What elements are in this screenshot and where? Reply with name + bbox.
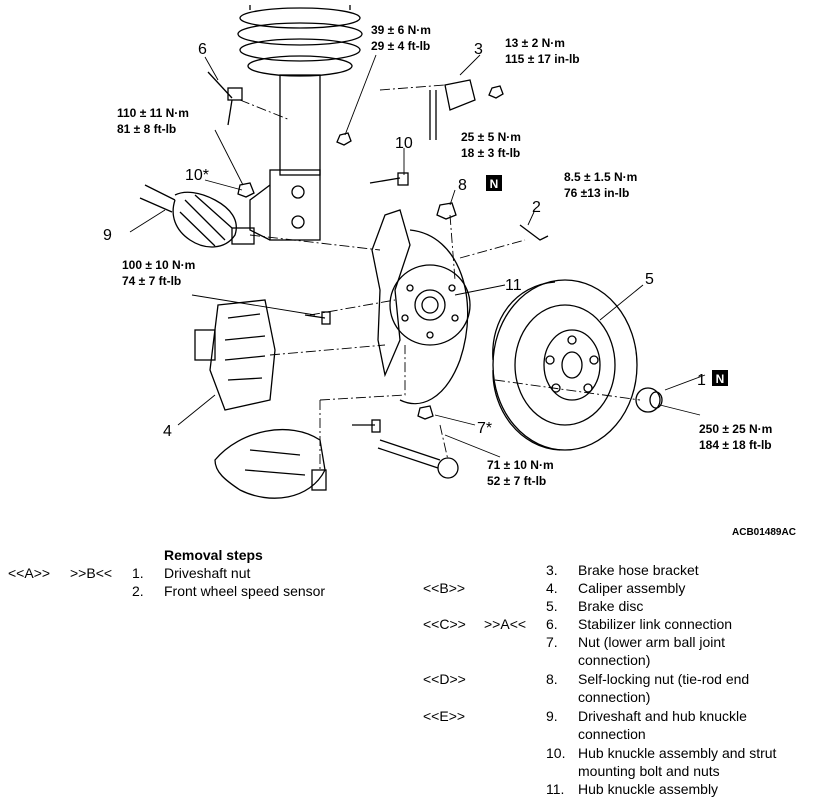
callout-7-star: 7* — [477, 420, 492, 437]
step-1-text: Driveshaft nut — [164, 565, 251, 581]
n-mark-1-text: N — [716, 372, 725, 386]
step-6-text: Stabilizer link connection — [578, 616, 733, 632]
step-9-num: 9. — [546, 708, 558, 724]
callout-5: 5 — [645, 271, 654, 288]
callout-2: 2 — [532, 199, 541, 216]
fasteners — [237, 132, 549, 433]
callout-1: 1 — [697, 372, 706, 389]
stabilizer-link — [207, 71, 243, 126]
lower-arm — [214, 428, 327, 499]
step-6-ref-c: <<C>> — [423, 616, 466, 632]
step-1-ref-a: <<A>> — [8, 565, 51, 581]
step-10-num: 10. — [546, 745, 566, 761]
callout-3: 3 — [474, 41, 483, 58]
step-1-ref-b: >>B<< — [70, 565, 113, 581]
torque-strut-nut-nm: 39 ± 6 N·m — [371, 23, 431, 37]
step-8-text-2: connection) — [578, 689, 651, 705]
brake-disc — [492, 279, 638, 451]
torque-driveshaft-nut-ftlb: 184 ± 18 ft-lb — [699, 438, 772, 452]
caliper-assembly — [194, 299, 276, 411]
torque-hose-bracket-nm: 13 ± 2 N·m — [505, 36, 565, 50]
callout-4: 4 — [163, 423, 172, 440]
torque-balljoint-ftlb: 52 ± 7 ft-lb — [487, 474, 546, 488]
step-2-text: Front wheel speed sensor — [164, 583, 326, 599]
step-9-text: Driveshaft and hub knuckle — [578, 708, 747, 724]
step-7-text-2: connection) — [578, 652, 651, 668]
torque-caliper-ftlb: 74 ± 7 ft-lb — [122, 274, 181, 288]
step-10-text-2: mounting bolt and nuts — [578, 763, 720, 779]
driveshaft-nut — [635, 387, 663, 413]
callout-6: 6 — [198, 41, 207, 58]
step-4-ref: <<B>> — [423, 580, 466, 596]
coil-spring — [237, 5, 363, 77]
step-3-text: Brake hose bracket — [578, 562, 699, 578]
step-5-num: 5. — [546, 598, 558, 614]
step-8-num: 8. — [546, 671, 558, 687]
torque-sensor-inlb: 76 ±13 in-lb — [564, 186, 629, 200]
suspension-exploded-diagram: 6 3 10 10* 8 2 9 11 5 1 4 7* N N 39 ± 6 … — [103, 5, 796, 538]
callout-10-star: 10* — [185, 167, 209, 184]
step-8-text: Self-locking nut (tie-rod end — [578, 671, 750, 687]
torque-driveshaft-nut-nm: 250 ± 25 N·m — [699, 422, 772, 436]
callout-10: 10 — [395, 135, 413, 152]
step-4-num: 4. — [546, 580, 558, 596]
removal-heading: Removal steps — [164, 547, 263, 563]
step-5-text: Brake disc — [578, 598, 644, 614]
torque-strut-nut-ftlb: 29 ± 4 ft-lb — [371, 39, 430, 53]
n-mark-8-text: N — [490, 177, 499, 191]
step-7-text: Nut (lower arm ball joint — [578, 634, 726, 650]
step-3-num: 3. — [546, 562, 558, 578]
step-8-ref: <<D>> — [423, 671, 466, 687]
torque-stabilizer-ftlb: 81 ± 8 ft-lb — [117, 122, 176, 136]
step-9-text-2: connection — [578, 726, 646, 742]
tie-rod — [377, 439, 459, 479]
torque-sensor-nm: 8.5 ± 1.5 N·m — [564, 170, 637, 184]
n-mark-1: N — [712, 370, 728, 386]
step-6-ref-a: >>A<< — [484, 616, 527, 632]
step-10-text: Hub knuckle assembly and strut — [578, 745, 777, 761]
step-11-text: Hub knuckle assembly — [578, 781, 719, 797]
leader-lines — [129, 54, 706, 458]
strut-assembly — [249, 74, 321, 241]
step-4-text: Caliper assembly — [578, 580, 686, 596]
driveshaft — [139, 184, 255, 248]
step-1-num: 1. — [132, 565, 144, 581]
step-9-ref: <<E>> — [423, 708, 466, 724]
torque-balljoint-nm: 71 ± 10 N·m — [487, 458, 554, 472]
torque-caliper-nm: 100 ± 10 N·m — [122, 258, 195, 272]
step-6-num: 6. — [546, 616, 558, 632]
hub-knuckle — [371, 209, 471, 378]
callout-8: 8 — [458, 177, 467, 194]
torque-tierod-nm: 25 ± 5 N·m — [461, 130, 521, 144]
step-11-num: 11. — [546, 781, 565, 797]
n-mark-8: N — [486, 175, 502, 191]
torque-hose-bracket-inlb: 115 ± 17 in-lb — [505, 52, 580, 66]
step-7-num: 7. — [546, 634, 558, 650]
brake-hose-bracket — [429, 79, 504, 140]
figure-code: ACB01489AC — [732, 527, 796, 538]
step-2-num: 2. — [132, 583, 144, 599]
alignment-lines — [239, 84, 641, 470]
torque-stabilizer-nm: 110 ± 11 N·m — [117, 106, 189, 120]
callout-11: 11 — [505, 277, 522, 294]
dust-shield — [399, 229, 469, 405]
callout-9: 9 — [103, 227, 112, 244]
torque-tierod-ftlb: 18 ± 3 ft-lb — [461, 146, 520, 160]
